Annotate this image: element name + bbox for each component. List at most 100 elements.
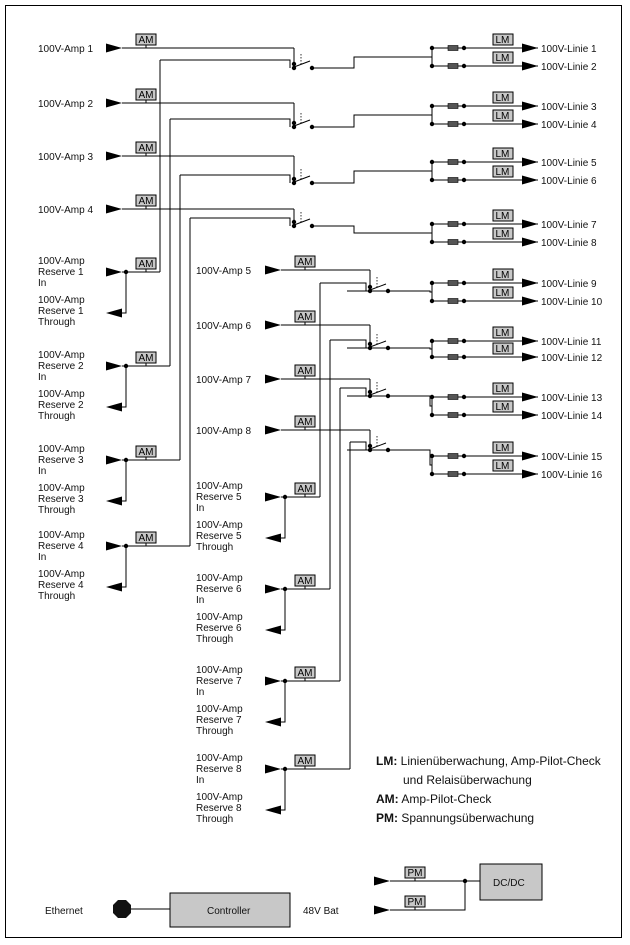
junction-dot	[291, 223, 297, 229]
switch-icon	[293, 218, 311, 226]
lm-badge-text: LM	[496, 443, 510, 454]
junction-dot	[291, 124, 297, 130]
reserve-in-arrow-icon	[265, 492, 281, 502]
output-label: 100V-Linie 1	[541, 44, 597, 55]
am-badge-text: AM	[298, 484, 313, 495]
reserve-through-label: Reserve 7	[196, 715, 242, 726]
reserve-through-label: 100V-Amp	[196, 612, 243, 623]
reserve-through-arrow-icon	[265, 533, 281, 543]
reserve-in-arrow-icon	[106, 361, 122, 371]
output-arrow-icon	[522, 157, 538, 167]
relay-icon	[447, 471, 459, 477]
lm-badge-text: LM	[496, 402, 510, 413]
switch-icon	[369, 442, 387, 450]
amp-input-label: 100V-Amp 1	[38, 44, 93, 55]
reserve-feed-wire	[330, 339, 367, 348]
junction-dot	[461, 338, 467, 344]
reserve-through-label: Reserve 1	[38, 306, 84, 317]
junction-dot	[461, 159, 467, 165]
reserve-through-label: 100V-Amp	[196, 520, 243, 531]
bus-wire	[388, 347, 432, 350]
reserve-through-label: Through	[196, 542, 233, 553]
reserve-feed-wire	[160, 59, 291, 68]
reserve-in-label: Reserve 7	[196, 676, 242, 687]
junction-dot	[461, 453, 467, 459]
pm-badge-text: PM	[408, 868, 423, 879]
lm-badge-text: LM	[496, 288, 510, 299]
reserve-through-label: Reserve 4	[38, 580, 84, 591]
junction-dot	[367, 284, 373, 290]
reserve-through-label: 100V-Amp	[196, 704, 243, 715]
am-badge-text: AM	[298, 576, 313, 587]
switch-icon	[293, 119, 311, 127]
reserve-through-label: 100V-Amp	[38, 569, 85, 580]
am-badge-text: AM	[139, 447, 154, 458]
lm-badge-box	[492, 109, 514, 122]
relay-icon	[447, 121, 459, 127]
lm-badge-box	[492, 441, 514, 454]
reserve-through-label: 100V-Amp	[196, 792, 243, 803]
junction-dot	[291, 180, 297, 186]
bus-wire	[388, 395, 432, 407]
output-arrow-icon	[522, 296, 538, 306]
lm-badge-text: LM	[496, 53, 510, 64]
amp-input-label: 100V-Amp 7	[196, 375, 251, 386]
reserve-through-label: Reserve 6	[196, 623, 242, 634]
legend-key: PM:	[376, 811, 398, 825]
reserve-through-label: Reserve 5	[196, 531, 242, 542]
am-badge-text: AM	[298, 417, 313, 428]
junction-dot	[291, 120, 297, 126]
amp-input-arrow-icon	[265, 425, 281, 435]
reserve-in-label: 100V-Amp	[196, 665, 243, 676]
reserve-in-label: Reserve 8	[196, 764, 242, 775]
reserve-in-label: In	[38, 466, 46, 477]
output-label: 100V-Linie 12	[541, 353, 603, 364]
reserve-through-label: Reserve 8	[196, 803, 242, 814]
junction-dot	[461, 239, 467, 245]
reserve-in-label: In	[38, 278, 46, 289]
lm-badge-text: LM	[496, 328, 510, 339]
power-wire	[390, 881, 466, 911]
reserve-in-label: 100V-Amp	[196, 573, 243, 584]
reserve-through-arrow-icon	[106, 496, 122, 506]
reserve-in-label: Reserve 5	[196, 492, 242, 503]
amp-input-arrow-icon	[265, 265, 281, 275]
lm-badge-text: LM	[496, 211, 510, 222]
legend-text: Amp-Pilot-Check	[399, 792, 493, 806]
junction-dot	[461, 280, 467, 286]
reserve-in-label: In	[196, 687, 204, 698]
amp-input-label: 100V-Amp 8	[196, 426, 251, 437]
junction-dot	[462, 878, 468, 884]
reserve-through-wire	[281, 589, 286, 631]
amp-input-label: 100V-Amp 4	[38, 205, 93, 216]
lm-badge-box	[492, 286, 514, 299]
output-arrow-icon	[522, 278, 538, 288]
am-badge-text: AM	[139, 353, 154, 364]
reserve-through-wire	[122, 546, 127, 588]
junction-dot	[461, 103, 467, 109]
output-label: 100V-Linie 15	[541, 452, 603, 463]
power-in-arrow-icon	[374, 876, 390, 886]
relay-icon	[447, 239, 459, 245]
lm-badge-box	[492, 209, 514, 222]
diagram-frame	[5, 5, 622, 938]
lm-badge-text: LM	[496, 384, 510, 395]
lm-badge-box	[492, 400, 514, 413]
junction-dot	[461, 121, 467, 127]
reserve-through-wire	[281, 681, 286, 723]
junction-dot	[461, 45, 467, 51]
reserve-through-label: Through	[196, 634, 233, 645]
amp-input-arrow-icon	[106, 204, 122, 214]
output-arrow-icon	[522, 43, 538, 53]
reserve-through-label: Through	[196, 726, 233, 737]
reserve-in-label: 100V-Amp	[196, 753, 243, 764]
lm-badge-box	[492, 91, 514, 104]
reserve-through-label: 100V-Amp	[38, 389, 85, 400]
reserve-through-wire	[122, 460, 127, 502]
reserve-in-label: In	[196, 503, 204, 514]
output-arrow-icon	[522, 237, 538, 247]
relay-icon	[447, 354, 459, 360]
switch-icon	[293, 175, 311, 183]
legend-key: AM:	[376, 792, 399, 806]
